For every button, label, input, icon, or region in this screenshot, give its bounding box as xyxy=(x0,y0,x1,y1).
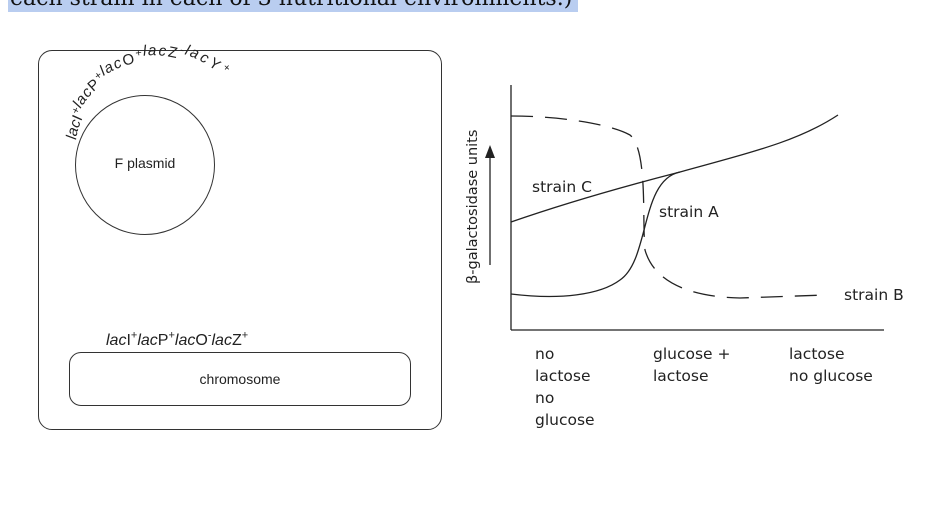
condition-no-sugar: no lactose no glucose xyxy=(535,345,595,429)
strain-b-label: strain B xyxy=(844,286,904,304)
arrow-head-icon xyxy=(485,145,495,158)
chromosome-genotype: lacI+lacP+lacO-lacZ+ xyxy=(106,330,248,350)
condition-lactose-only: lactose no glucose xyxy=(789,345,873,385)
chromosome-gene-lacz: lacZ+ xyxy=(211,330,249,350)
strain-c-label: strain C xyxy=(532,178,592,196)
chromosome-gene-laci: lacI+ xyxy=(106,330,138,350)
strain-b-curve xyxy=(510,115,826,299)
chromosome-gene-laco: lacO- xyxy=(174,330,212,350)
chromosome-label: chromosome xyxy=(199,371,281,387)
bacterial-cell xyxy=(38,50,442,430)
y-axis-label: β-galactosidase units xyxy=(465,130,481,284)
f-plasmid-circle xyxy=(75,95,215,235)
chromosome-gene-lacp: lacP+ xyxy=(137,330,175,350)
question-text-fragment: each strain in each of 3 nutritional env… xyxy=(8,0,579,12)
strain-a-label: strain A xyxy=(659,203,719,221)
chromosome-shape xyxy=(69,352,411,406)
strain-a-curve xyxy=(510,171,681,298)
f-plasmid-label: F plasmid xyxy=(114,155,176,171)
condition-glucose-lactose: glucose + lactose xyxy=(653,345,731,385)
